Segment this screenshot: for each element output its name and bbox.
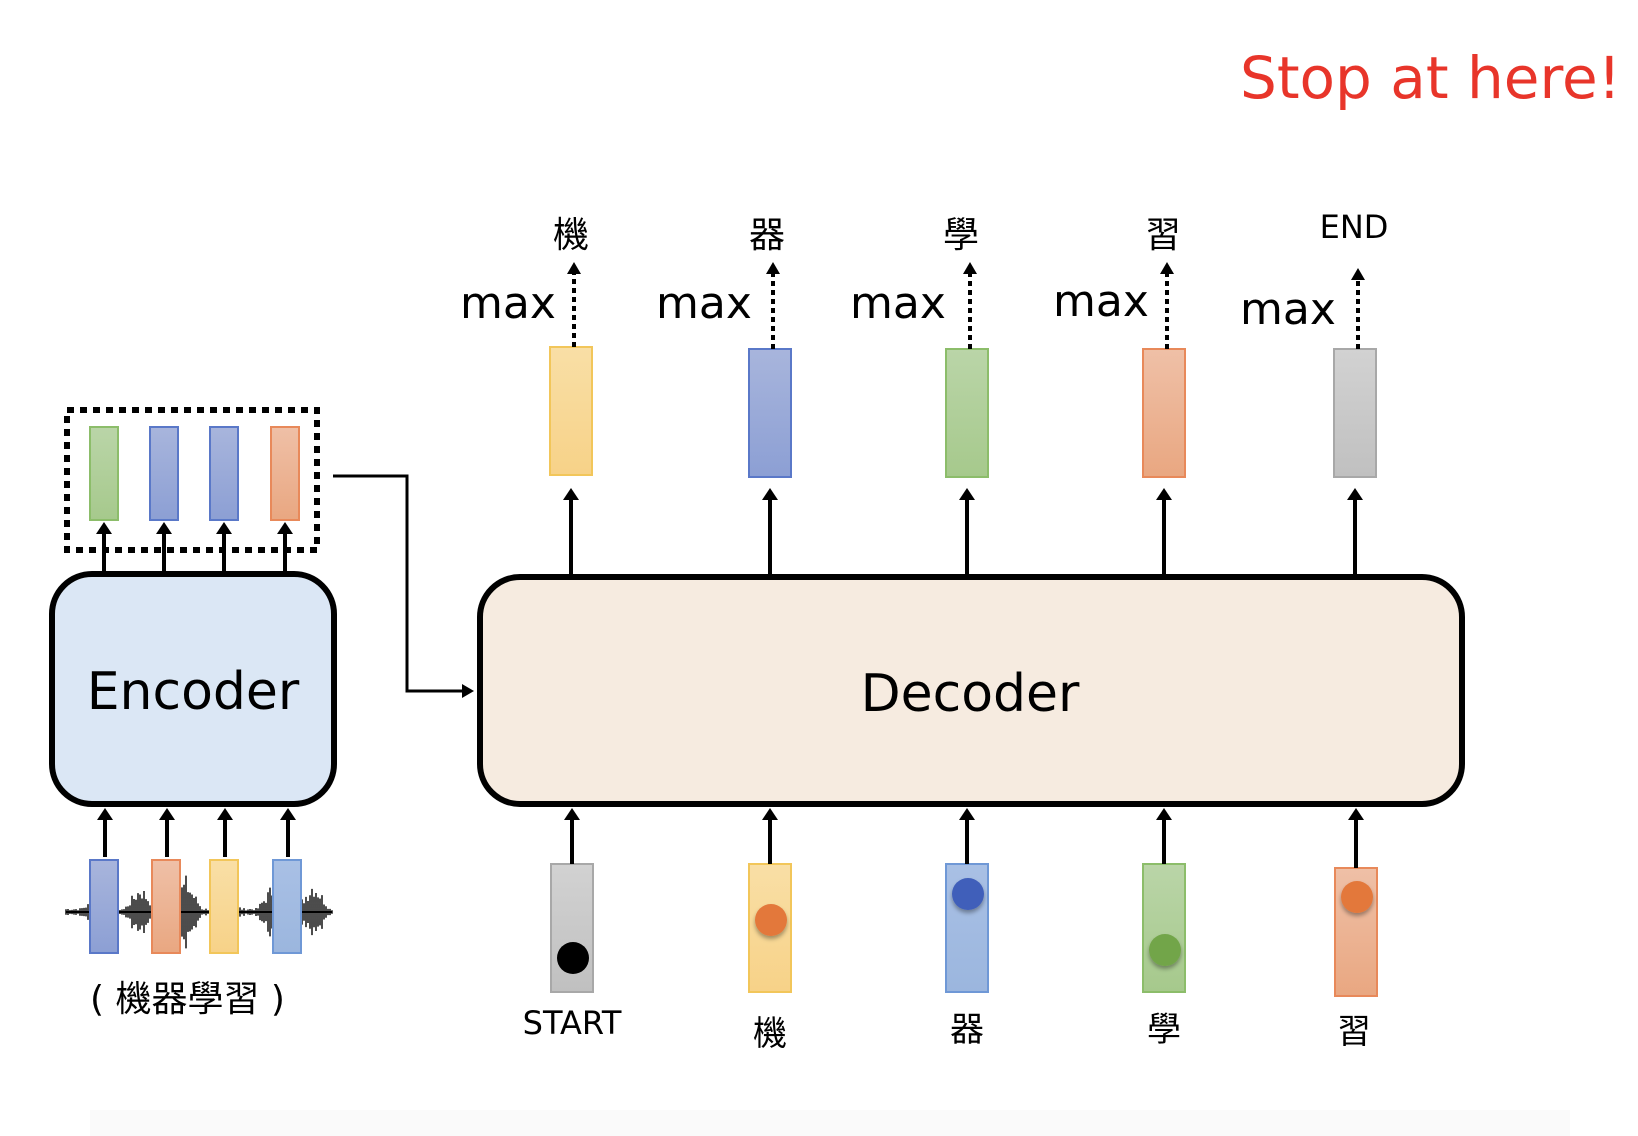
max-label-4: max xyxy=(1053,276,1149,327)
encoder-output-vector-1 xyxy=(89,426,119,521)
encoder-output-arrow-2-head xyxy=(156,522,172,534)
encoder-output-vector-3 xyxy=(209,426,239,521)
max-dotted-arrow-head-5 xyxy=(1351,268,1365,280)
decoder-input-arrow-5-head xyxy=(1348,808,1364,820)
encoder-output-vector-4 xyxy=(270,426,300,521)
encoder-to-decoder-arrowhead xyxy=(462,684,474,698)
encoder-input-arrow-4-head xyxy=(280,808,296,820)
encoder-input-arrow-3-head xyxy=(217,808,233,820)
decoder-output-vector-1 xyxy=(549,346,593,476)
decoder-input-arrow-1-head xyxy=(564,808,580,820)
decoder-input-arrow-2-head xyxy=(762,808,778,820)
decoder-block xyxy=(477,574,1465,807)
footer-strip xyxy=(90,1110,1570,1136)
encoder-input-vector-4 xyxy=(272,859,302,954)
decoder-label: Decoder xyxy=(860,664,1080,724)
decoder-output-vector-5 xyxy=(1333,348,1377,478)
input-token-5: 習 xyxy=(1337,1012,1371,1052)
decoder-output-arrow-4-head xyxy=(1156,488,1172,500)
encoder-to-decoder-connector xyxy=(333,474,466,693)
decoder-input-vector-4 xyxy=(1142,863,1186,993)
decoder-input-vector-1 xyxy=(550,863,594,993)
input-token-3: 器 xyxy=(950,1010,984,1050)
one-hot-dot-black-1 xyxy=(557,942,589,974)
one-hot-dot-orange-5 xyxy=(1341,881,1373,913)
output-token-3: 學 xyxy=(942,215,980,256)
encoder-input-caption: ( 機器學習 ) xyxy=(90,979,285,1020)
input-token-1: START xyxy=(522,1004,622,1042)
max-label-2: max xyxy=(656,278,752,329)
decoder-output-vector-3 xyxy=(945,348,989,478)
encoder-input-vector-2 xyxy=(151,859,181,954)
one-hot-dot-blue-3 xyxy=(952,878,984,910)
one-hot-dot-green-4 xyxy=(1149,934,1181,966)
encoder-output-vector-2 xyxy=(149,426,179,521)
output-token-5: END xyxy=(1319,208,1389,246)
decoder-input-arrow-4-head xyxy=(1156,808,1172,820)
decoder-input-arrow-3-head xyxy=(959,808,975,820)
decoder-output-arrow-1-head xyxy=(563,488,579,500)
encoder-input-vector-1 xyxy=(89,859,119,954)
input-token-2: 機 xyxy=(753,1014,787,1054)
max-dotted-arrow-head-1 xyxy=(567,262,581,274)
encoder-output-arrow-1-head xyxy=(96,522,112,534)
decoder-output-vector-4 xyxy=(1142,348,1186,478)
max-dotted-arrow-head-3 xyxy=(963,262,977,274)
encoder-output-arrow-4-head xyxy=(277,522,293,534)
encoder-input-arrow-1-head xyxy=(97,808,113,820)
encoder-block xyxy=(49,571,337,807)
encoder-output-arrow-3-head xyxy=(216,522,232,534)
output-token-1: 機 xyxy=(552,215,590,256)
max-label-5: max xyxy=(1240,284,1336,335)
decoder-output-arrow-5-head xyxy=(1347,488,1363,500)
encoder-label: Encoder xyxy=(86,662,300,722)
max-dotted-arrow-head-2 xyxy=(766,262,780,274)
stop-at-here-title: Stop at here! xyxy=(1240,44,1621,112)
decoder-output-arrow-2-head xyxy=(762,488,778,500)
max-dotted-arrow-head-4 xyxy=(1160,262,1174,274)
decoder-output-vector-2 xyxy=(748,348,792,478)
max-label-3: max xyxy=(850,278,946,329)
input-token-4: 學 xyxy=(1147,1010,1181,1050)
decoder-output-arrow-3-head xyxy=(959,488,975,500)
max-label-1: max xyxy=(460,278,556,329)
one-hot-dot-orange-2 xyxy=(755,904,787,936)
encoder-input-arrow-2-head xyxy=(159,808,175,820)
output-token-2: 器 xyxy=(748,215,786,256)
output-token-4: 習 xyxy=(1144,215,1182,256)
encoder-input-vector-3 xyxy=(209,859,239,954)
